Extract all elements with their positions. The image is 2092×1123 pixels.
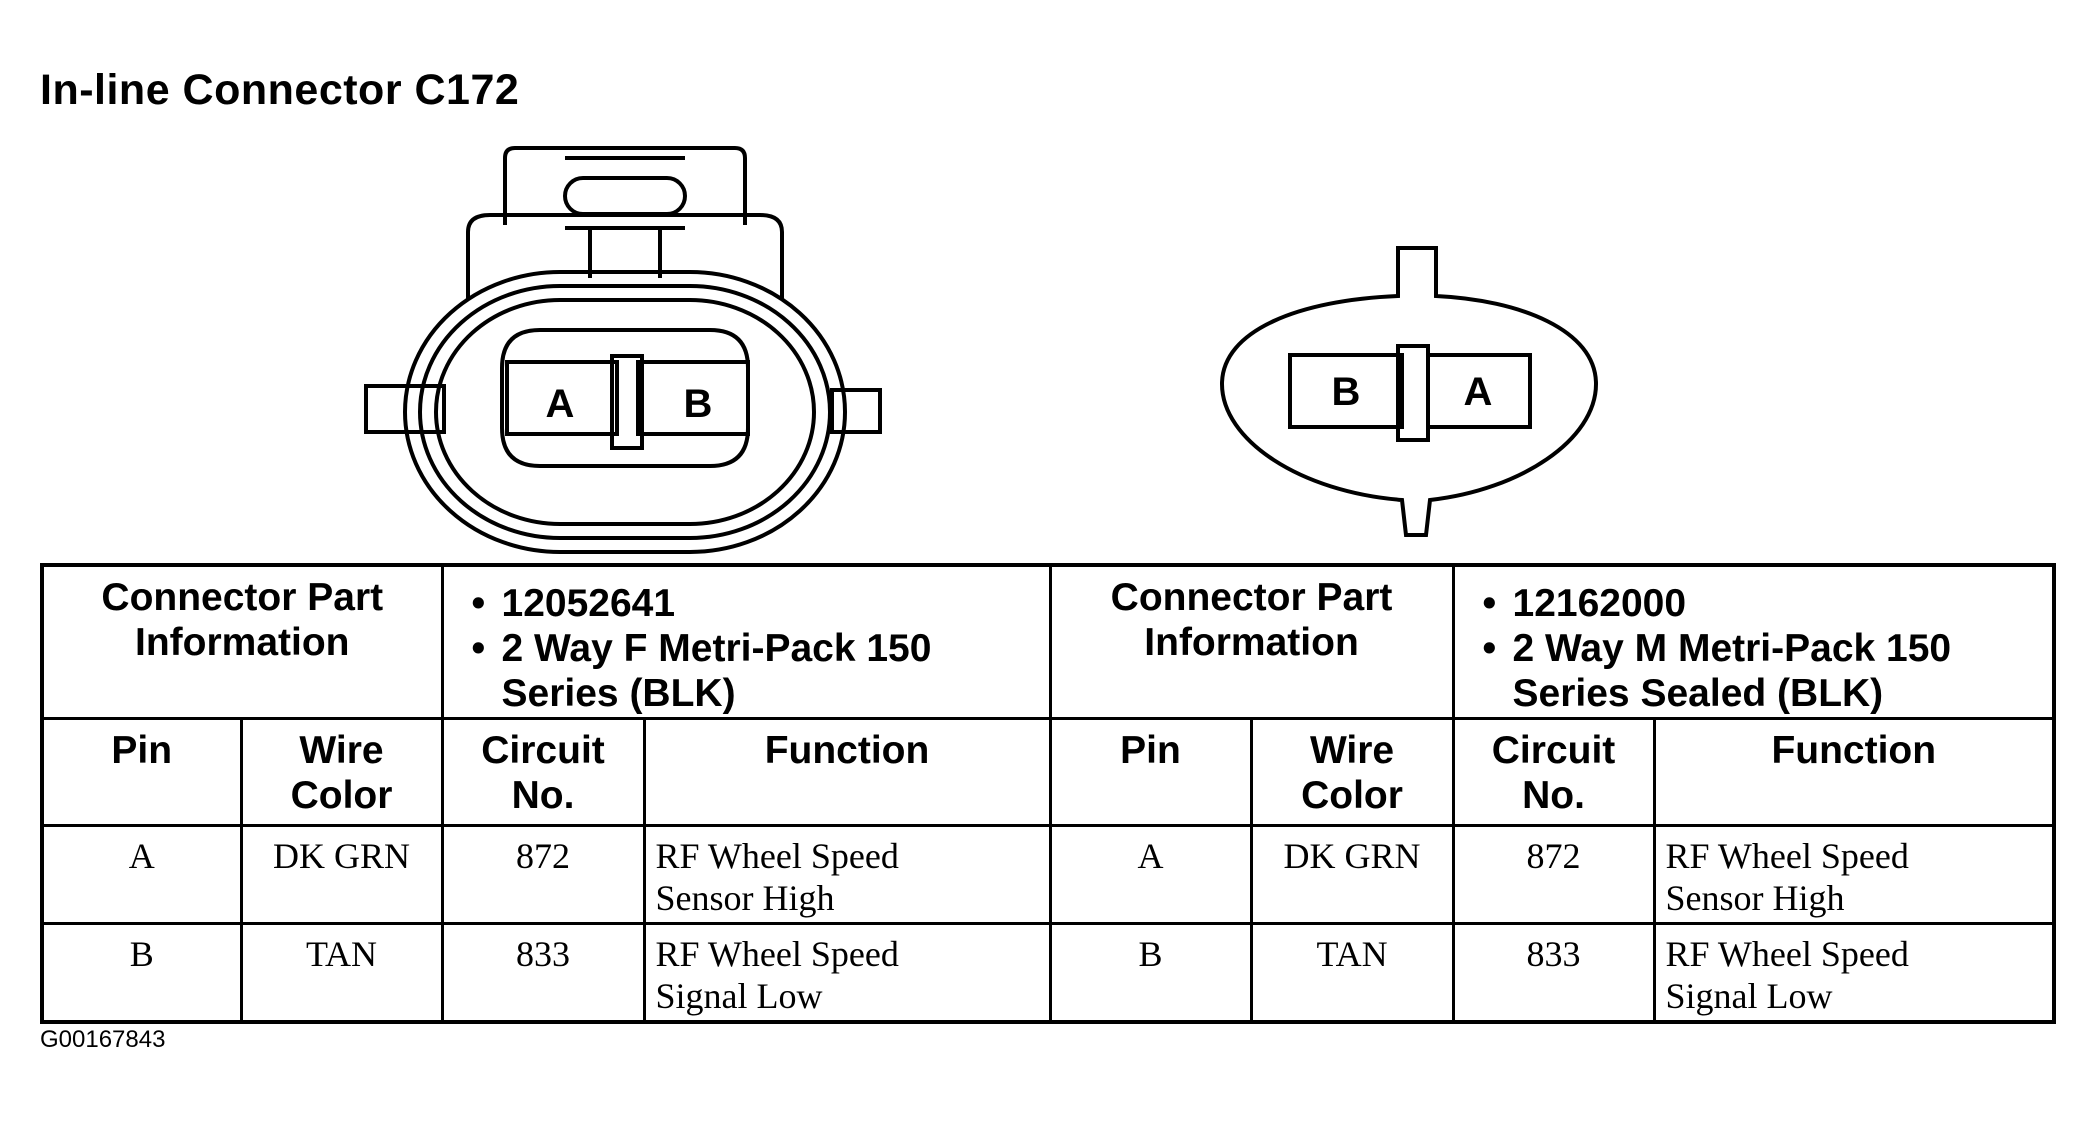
header-function: Function — [1652, 716, 2056, 827]
male-pin-b-label: B — [1332, 370, 1361, 414]
female-pin-b-label: B — [684, 382, 713, 426]
wire-color-cell: DK GRN — [1249, 823, 1455, 925]
header-function: Function — [642, 716, 1052, 827]
header-pin: Pin — [1048, 716, 1253, 827]
pin-cell: A — [1048, 823, 1253, 925]
pin-cell: B — [1048, 921, 1253, 1024]
left-part-info: 12052641 2 Way F Metri-Pack 150 Series (… — [440, 563, 1052, 720]
right-part-description: 2 Way M Metri-Pack 150 Series Sealed (BL… — [1483, 626, 2053, 716]
pin-cell: B — [40, 921, 243, 1024]
wire-color-cell: TAN — [1249, 921, 1455, 1024]
part-info-row: Connector Part Information 12052641 2 Wa… — [40, 563, 2056, 720]
info-label-line1: Connector Part — [1110, 576, 1393, 619]
female-pin-a-label: A — [546, 382, 575, 426]
circuit-cell: 872 — [440, 823, 646, 925]
header-pin: Pin — [40, 716, 243, 827]
wire-color-cell: TAN — [239, 921, 444, 1024]
male-pin-a-label: A — [1464, 370, 1493, 414]
circuit-cell: 833 — [1451, 921, 1656, 1024]
info-label-line2: Information — [1144, 621, 1359, 664]
connector-pinout-table: Connector Part Information 12052641 2 Wa… — [40, 563, 2057, 1024]
right-info-label: Connector Part Information — [1048, 563, 1455, 720]
info-label-line1: Connector Part — [101, 576, 384, 619]
connector-drawings: A B B A — [364, 146, 1599, 554]
right-part-number: 12162000 — [1483, 581, 2053, 626]
diagram-title: In-line Connector C172 — [40, 66, 520, 114]
left-info-label: Connector Part Information — [40, 563, 444, 720]
info-label-line2: Information — [135, 621, 350, 664]
right-part-info: 12162000 2 Way M Metri-Pack 150 Series S… — [1451, 563, 2056, 720]
left-part-number: 12052641 — [472, 581, 1049, 626]
pin-cell: A — [40, 823, 243, 925]
wire-color-cell: DK GRN — [239, 823, 444, 925]
female-connector-face — [364, 146, 882, 554]
circuit-cell: 872 — [1451, 823, 1656, 925]
figure-code: G00167843 — [40, 1026, 166, 1053]
male-connector-face — [1219, 246, 1599, 537]
circuit-cell: 833 — [440, 921, 646, 1024]
left-part-description: 2 Way F Metri-Pack 150 Series (BLK) — [472, 626, 1049, 716]
